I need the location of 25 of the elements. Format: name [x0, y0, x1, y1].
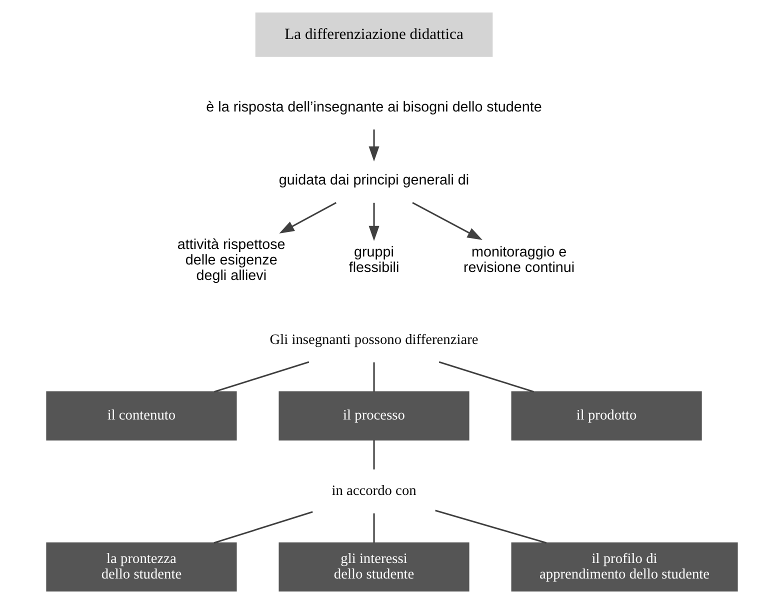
- connector: [438, 361, 534, 392]
- node-box: il prodotto: [511, 391, 702, 440]
- node-text: monitoraggio e revisione continui: [464, 244, 575, 276]
- node-text: è la risposta dell’insegnante ai bisogni dello studente: [206, 100, 542, 116]
- connector: [214, 361, 310, 392]
- node-box: gli interessi dello studente: [278, 542, 470, 592]
- connector: [435, 510, 547, 544]
- arrow: [279, 202, 337, 234]
- connector: [373, 362, 375, 392]
- node-box: La differenziazione didattica: [255, 12, 493, 57]
- node-box: il processo: [278, 391, 470, 440]
- connector: [373, 440, 375, 470]
- node-text: attività rispettose delle esigenze degli allievi: [177, 236, 286, 284]
- node-text: guidata dai principi generali di: [278, 172, 470, 189]
- node-box: il profilo di apprendimento dello studente: [511, 542, 738, 592]
- node-text: Gli insegnanti possono differenziare: [270, 332, 478, 348]
- node-box: la prontezza dello studente: [46, 542, 237, 592]
- arrow: [368, 202, 380, 242]
- node-box: il contenuto: [46, 391, 237, 440]
- node-text: in accordo con: [332, 483, 416, 500]
- arrow: [368, 129, 380, 162]
- arrow: [412, 202, 482, 240]
- connector: [214, 511, 313, 544]
- node-text: gruppi flessibili: [348, 244, 400, 276]
- connector: [373, 513, 375, 543]
